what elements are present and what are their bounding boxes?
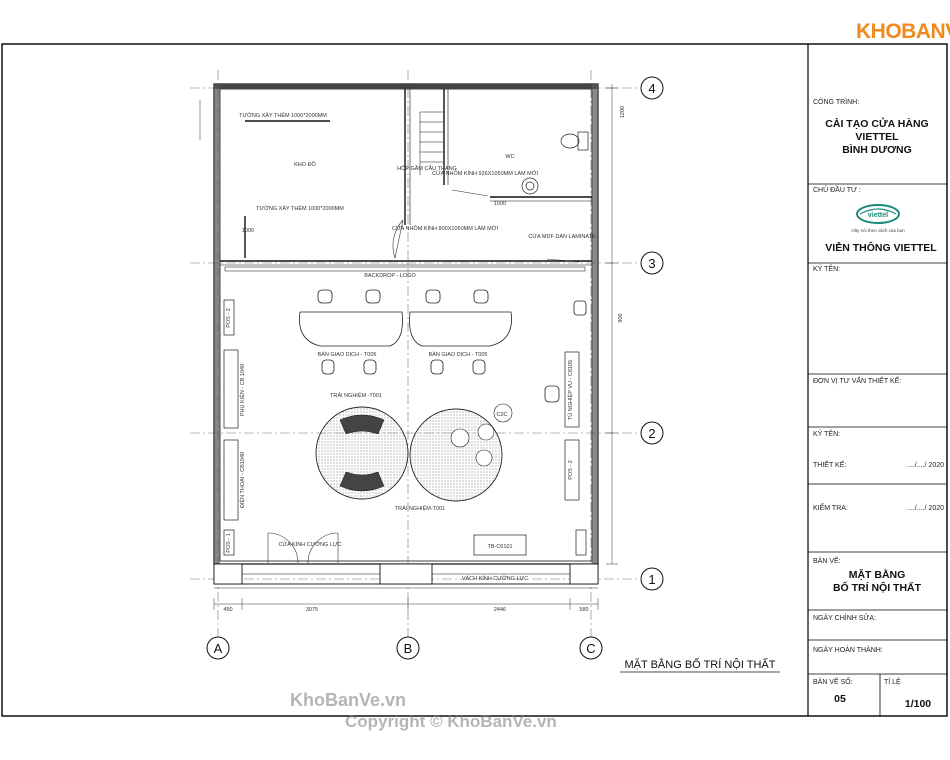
completion-label: NGÀY HOÀN THÀNH:	[813, 645, 883, 654]
design-label: THIẾT KẾ:	[813, 459, 846, 469]
project-name-line2: VIETTEL	[855, 131, 899, 143]
pos-left-bot-label: POS - 1	[226, 533, 232, 553]
window1-label: CỬA NHÔM KÍNH 926X1050MM LÀM MỚI	[432, 170, 538, 177]
c2c-label: C2C	[496, 412, 507, 418]
phones-label: ĐIỆN THOẠI - CB1040	[238, 452, 246, 508]
outer-wall	[213, 83, 599, 565]
dim-side: 900	[618, 313, 624, 322]
project-name-line1: CẢI TẠO CỬA HÀNG	[825, 117, 928, 130]
watermark-line2: Copyright © KhoBanVe.vn	[345, 712, 557, 731]
project-name-line3: BÌNH DƯƠNG	[842, 143, 912, 156]
accessories-label: PHỤ KIỆN - CB 1040	[238, 364, 246, 416]
pos-left-top-label: POS - 2	[226, 308, 232, 328]
storage-label: KHO ĐỒ	[294, 161, 316, 168]
dim-d3: 1200	[620, 106, 626, 118]
dim-d2: 1500	[494, 201, 506, 207]
revision-label: NGÀY CHỈNH SỬA:	[813, 613, 876, 622]
sink-icon	[521, 177, 539, 195]
dim-bottom-2: 3075	[306, 607, 318, 613]
design-date: ..../..../ 2020	[907, 462, 944, 469]
grid-bubble-b	[396, 636, 420, 660]
counter2-label: BÀN GIAO DỊCH - T005	[429, 351, 488, 358]
title-block: CÔNG TRÌNH: CẢI TẠO CỬA HÀNG VIETTEL BÌN…	[808, 97, 947, 716]
experience-table-left	[315, 406, 409, 500]
transaction-counters	[299, 289, 587, 403]
plan-title: MẶT BẰNG BỐ TRÍ NỘI THẤT	[625, 657, 776, 671]
glass-wall-label: VÁCH KÍNH CƯỜNG LỰC	[462, 575, 528, 582]
sign1-label: KÝ TÊN:	[813, 264, 840, 273]
pos-right-label: POS - 2	[568, 460, 574, 480]
window2-label: CỬA NHÔM KÍNH 800X1050MM LÀM MỚI	[392, 225, 498, 232]
grid-bubble-c	[579, 636, 603, 660]
check-label: KIỂM TRA:	[813, 503, 848, 512]
drawing-name-line2: BỐ TRÍ NỘI THẤT	[833, 580, 922, 594]
grid-bubble-2	[640, 421, 664, 445]
bottom-dimensions	[213, 598, 599, 610]
counter1-label: BÀN GIAO DỊCH - T005	[318, 351, 377, 358]
backdrop-label: BACKDROP - LOGO	[364, 273, 416, 279]
grid-label-3: 3	[648, 256, 655, 271]
grid-label-1: 1	[648, 572, 655, 587]
chairs	[317, 289, 587, 403]
owner-name: VIỄN THÔNG VIETTEL	[825, 241, 937, 254]
service-label: TỦ NGHIỆP VỤ - C8105	[566, 360, 574, 420]
mdf-door-label: CỬA MDF DÁN LAMINATE	[528, 233, 596, 240]
scale-value: 1/100	[905, 698, 931, 710]
grid-label-c: C	[586, 641, 595, 656]
exp-top-label: TRẢI NGHIỆM -T001	[330, 391, 382, 399]
project-label: CÔNG TRÌNH:	[813, 97, 859, 106]
service-cabinet	[564, 351, 580, 428]
viettel-logo: viettel Hãy nói theo cách của bạn	[851, 204, 905, 233]
watermark-line1: KhoBanVe.vn	[290, 690, 407, 710]
wc-label: WC	[505, 154, 514, 160]
grid-bubble-a	[206, 636, 230, 660]
dim-bottom-4: 580	[579, 607, 588, 613]
sheet-no: 05	[834, 693, 846, 705]
consultant-label: ĐƠN VỊ TƯ VẤN THIẾT KẾ:	[813, 375, 901, 385]
grid-bubble-3	[640, 251, 664, 275]
khobanve-logo: KHOBANVE	[856, 20, 950, 43]
floor-plan: 450 3075 2446 580 900 4 3 2 1	[190, 70, 780, 673]
grid-bubble-4	[640, 76, 664, 100]
dim-bottom-1: 450	[223, 607, 232, 613]
backdrop	[224, 266, 586, 272]
dim-d1: 1000	[242, 228, 254, 234]
accessories-cabinet	[223, 349, 239, 429]
dim-bottom-3: 2446	[494, 607, 506, 613]
grid-label-b: B	[404, 641, 413, 656]
stair-label: HỘP GẦM CẦU THANG	[397, 165, 457, 172]
svg-text:Hãy nói theo cách của bạn: Hãy nói theo cách của bạn	[851, 227, 905, 233]
sign2-label: KÝ TÊN:	[813, 429, 840, 438]
svg-text:viettel: viettel	[868, 212, 888, 219]
grid-bubble-1	[640, 567, 664, 591]
wall2-label: TƯỜNG XÂY THÊM 1000*2000MM	[256, 204, 344, 212]
toilet-icon	[560, 131, 589, 151]
door-swings	[267, 189, 581, 564]
grid-label-4: 4	[648, 81, 655, 96]
grid-label-a: A	[214, 641, 223, 656]
owner-label: CHỦ ĐẦU TƯ :	[813, 184, 861, 194]
sheet-border	[1, 43, 948, 717]
drawing-name-line1: MẶT BẰNG	[849, 568, 906, 581]
pos-right-cabinet	[564, 439, 580, 501]
phones-cabinet	[223, 439, 239, 521]
scale-label: TỈ LỆ	[884, 677, 901, 686]
glass-door-label: CỬA KÍNH CƯỜNG LỰC	[278, 541, 341, 548]
wall1-label: TƯỜNG XÂY THÊM 1000*2000MM	[239, 111, 327, 119]
sheet-no-label: BẢN VẼ SỐ:	[813, 676, 853, 686]
drawing-label: BẢN VẼ:	[813, 556, 841, 565]
tb-label: TB-C6101	[487, 544, 512, 550]
tb-cabinet	[473, 534, 527, 556]
plan-labels: KHO ĐỒ WC HỘP GẦM CẦU THANG CỬA NHÔM KÍN…	[226, 106, 626, 582]
grid-label-2: 2	[648, 426, 655, 441]
check-date: ..../..../ 2020	[907, 505, 944, 512]
exp-bottom-label: TRẢI NGHIỆM-T001	[395, 504, 445, 512]
